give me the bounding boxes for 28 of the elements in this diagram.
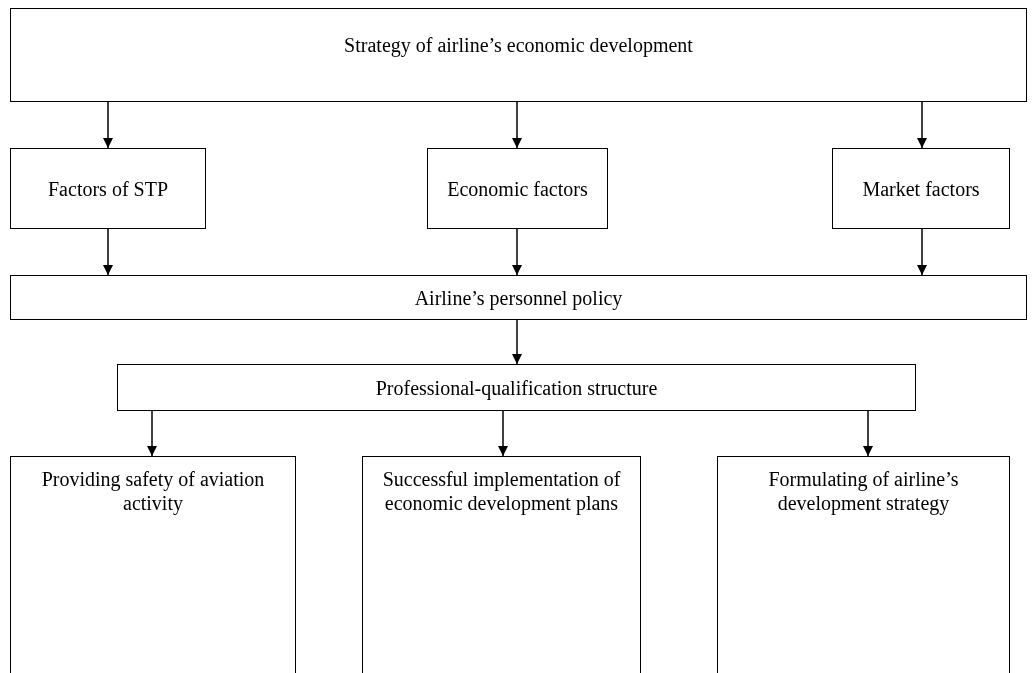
arrow bbox=[512, 228, 522, 276]
box-label: Economic factors bbox=[447, 176, 588, 201]
process-box bbox=[832, 148, 1010, 229]
process-box bbox=[362, 456, 641, 673]
process-box bbox=[717, 456, 1010, 673]
process-box bbox=[117, 364, 916, 411]
box-label: Strategy of airline’s economic development bbox=[344, 33, 693, 57]
box-label: Formulating of airline’s development strategy bbox=[767, 467, 960, 515]
process-box bbox=[10, 8, 1027, 102]
arrow bbox=[863, 410, 873, 457]
box-label: Professional-qualification structure bbox=[375, 375, 658, 400]
box-label: Factors of STP bbox=[48, 176, 168, 201]
box-label: Market factors bbox=[862, 176, 980, 201]
box-label: Providing safety of aviation activity bbox=[40, 467, 266, 515]
arrow bbox=[147, 410, 157, 457]
arrow bbox=[103, 228, 113, 276]
process-box bbox=[10, 148, 206, 229]
arrow bbox=[917, 101, 927, 149]
arrow bbox=[103, 101, 113, 149]
box-label: Airline’s personnel policy bbox=[414, 285, 623, 310]
process-box bbox=[427, 148, 608, 229]
arrow bbox=[498, 410, 508, 457]
arrow bbox=[512, 319, 522, 365]
process-box bbox=[10, 275, 1027, 320]
arrow bbox=[512, 101, 522, 149]
process-box bbox=[10, 456, 296, 673]
arrow bbox=[917, 228, 927, 276]
box-label: Successful implementation of economic development plans bbox=[381, 467, 622, 515]
